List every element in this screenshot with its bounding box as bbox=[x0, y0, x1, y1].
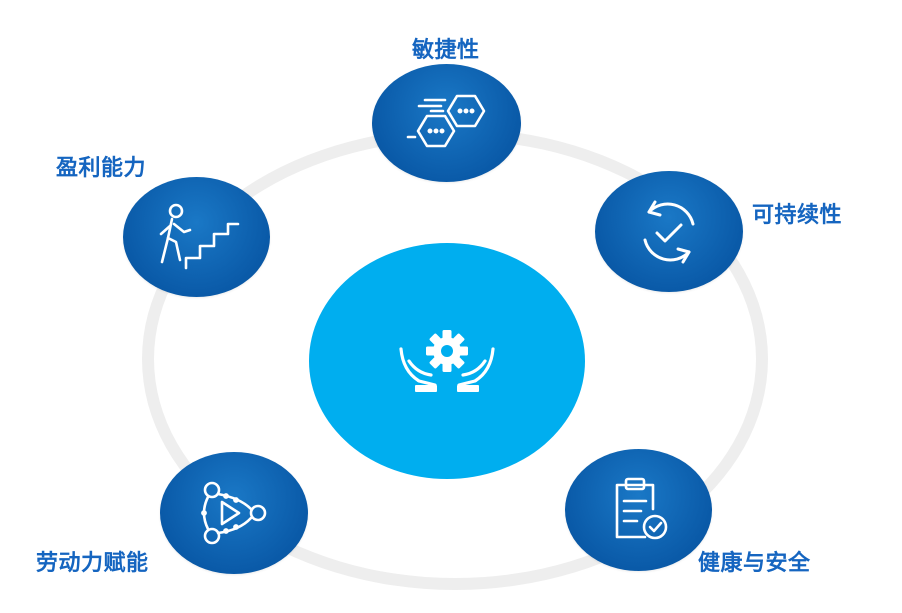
health-safety-label: 健康与安全 bbox=[698, 551, 811, 576]
team-network-icon bbox=[201, 481, 267, 545]
hexagon-chat-icon bbox=[406, 94, 485, 148]
hands-gear-icon bbox=[399, 330, 495, 392]
agility-node bbox=[372, 64, 521, 182]
cycle-check-icon bbox=[643, 200, 695, 263]
workforce-label: 劳动力赋能 bbox=[36, 551, 149, 576]
sustainability-node bbox=[595, 171, 743, 292]
center-node bbox=[309, 243, 585, 479]
sustainability-label: 可持续性 bbox=[752, 203, 843, 228]
profitability-label: 盈利能力 bbox=[56, 156, 147, 181]
climbing-stairs-icon bbox=[159, 203, 239, 270]
workforce-node bbox=[160, 452, 308, 574]
agility-label: 敏捷性 bbox=[412, 38, 480, 63]
health-safety-node bbox=[565, 449, 712, 571]
profitability-node bbox=[123, 177, 270, 297]
clipboard-check-icon bbox=[615, 477, 667, 540]
